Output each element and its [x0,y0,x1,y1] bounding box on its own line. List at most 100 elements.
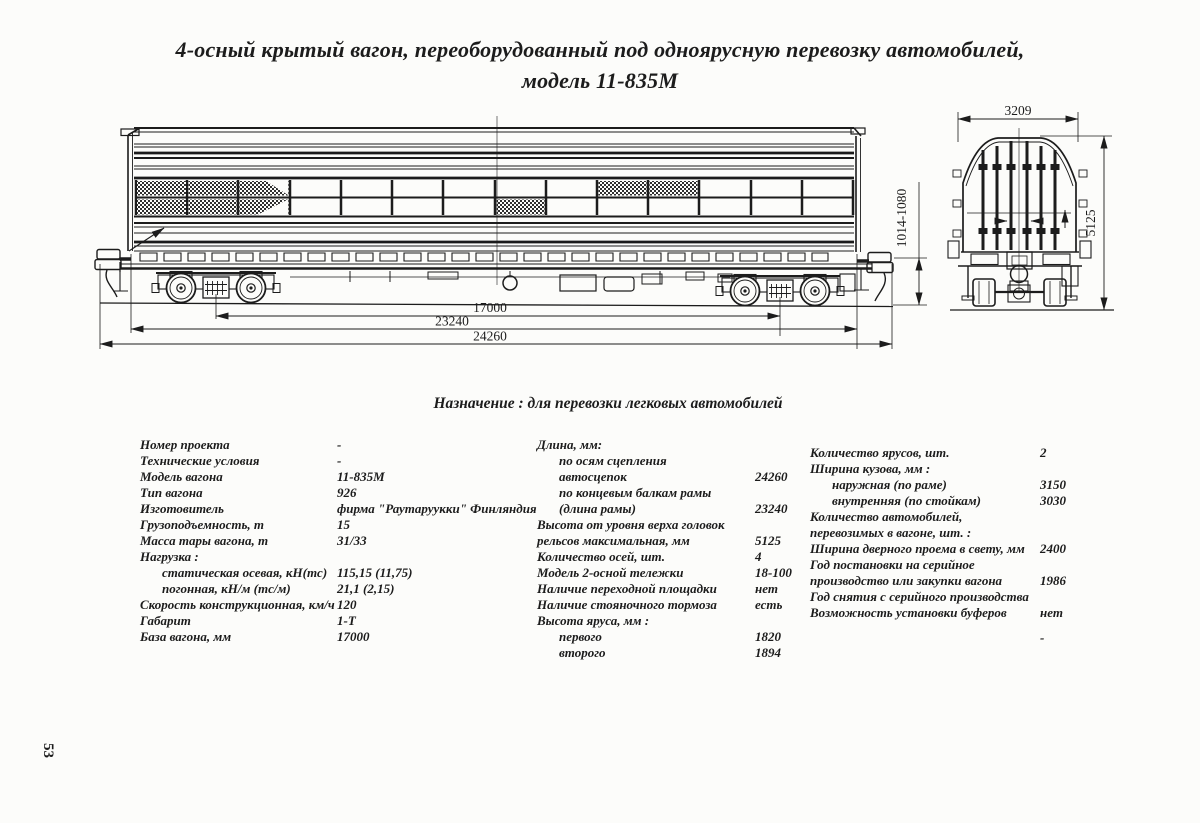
spec-row: Длина, мм: [537,437,802,453]
spec-row: Количество автомобилей, [810,509,1100,525]
spec-label: Модель 2-осной тележки [537,565,684,580]
spec-label: Модель вагона [140,469,223,484]
body-stripes-thin [134,131,854,252]
underframe-equipment [290,271,856,292]
spec-row: - [810,630,1100,646]
spec-label: Грузоподъемность, т [140,517,265,532]
spec-row: перевозимых в вагоне, шт. : [810,525,1100,541]
spec-value: 1986 [1040,573,1066,588]
spec-label: по концевым балкам рамы [559,485,712,500]
end-view [947,128,1114,311]
end-body-outline [962,137,1077,252]
spec-value: 23240 [755,501,788,516]
spec-row: статическая осевая, кН(тс) 115,15 (11,75… [140,565,530,581]
spec-value: 15 [337,517,350,532]
title-line2: модель 11-835М [521,68,679,93]
left-coupler [94,227,165,298]
spec-row: производство или закупки вагона 1986 [810,573,1100,589]
spec-row: Высота яруса, мм : [537,613,802,629]
spec-label: Длина, мм: [537,437,603,452]
spec-column-3: Количество ярусов, шт. 2 Ширина кузова, … [810,445,1100,646]
spec-value: 17000 [337,629,370,644]
spec-row: Модель 2-осной тележки 18-100 [537,565,802,581]
spec-label: погонная, кН/м (тс/м) [162,581,291,596]
spec-row: Изготовитель фирма "Раутаруукки" Финлянд… [140,501,537,517]
title-line1: 4-осный крытый вагон, переоборудованный … [175,37,1025,62]
spec-label: Наличие стояночного тормоза [537,597,717,612]
spec-row: Ширина кузова, мм : [810,461,1100,477]
spec-value: фирма "Раутаруукки" Финляндия [337,501,537,516]
page-number: 53 [40,743,56,758]
spec-value: - [337,437,342,452]
spec-label: первого [559,629,602,644]
spec-row: Тип вагона 926 [140,485,530,501]
spec-row: погонная, кН/м (тс/м) 21,1 (2,15) [140,581,530,597]
spec-label: Номер проекта [140,437,230,452]
spec-row: Количество ярусов, шт. 2 [810,445,1100,461]
spec-label: статическая осевая, кН(тс) [162,565,328,580]
spec-label: внутренняя (по стойкам) [832,493,982,508]
spec-label: Ширина дверного проема в свету, мм [810,541,1025,556]
spec-label: перевозимых в вагоне, шт. : [810,525,972,540]
spec-label: автосцепок [559,469,627,484]
spec-label: Количество осей, шт. [537,549,666,564]
spec-row: Масса тары вагона, т 31/33 [140,533,530,549]
spec-value: 115,15 (11,75) [337,565,413,580]
right-coupler [854,251,894,302]
end-wheel [1043,278,1067,307]
spec-row: по осям сцепления [537,453,802,469]
hatched-panels [137,181,698,215]
spec-row: по концевым балкам рамы [537,485,802,501]
spec-row: внутренняя (по стойкам) 3030 [810,493,1100,509]
end-view-dimensions: 3209 5125 [957,103,1112,311]
dim-wheelbase: 17000 [473,300,507,315]
spec-label: производство или закупки вагона [810,573,1003,588]
spec-label: Габарит [140,613,191,628]
spec-value: 31/33 [337,533,367,548]
spec-column-1: Номер проекта - Технические условия - Мо… [140,437,537,645]
spec-value: 24260 [755,469,788,484]
spec-value: 5125 [755,533,781,548]
dim-end-width: 3209 [1005,103,1032,118]
spec-label: Ширина кузова, мм : [810,461,931,476]
spec-row: Наличие переходной площадки нет [537,581,802,597]
spec-value: 1820 [755,629,781,644]
rail-line [99,302,894,308]
spec-row: первого 1820 [537,629,802,645]
spec-label: Изготовитель [140,501,224,516]
spec-label: наружная (по раме) [832,477,947,492]
spec-row: второго 1894 [537,645,802,661]
spec-label: рельсов максимальная, мм [537,533,690,548]
spec-value: 21,1 (2,15) [337,581,395,596]
spec-value: 3150 [1040,477,1066,492]
spec-value: 11-835М [337,469,385,484]
spec-row: (длина рамы) 23240 [537,501,802,517]
panel-mullions [134,180,855,215]
side-view-dimensions: 17000 23240 24260 1014-1080 [99,182,927,349]
end-side-clips [952,169,1088,238]
spec-row: рельсов максимальная, мм 5125 [537,533,802,549]
spec-value: 120 [337,597,357,612]
spec-row: Габарит 1-Т [140,613,530,629]
spec-row: Нагрузка : [140,549,530,565]
spec-label: второго [559,645,606,660]
spec-value: 2 [1040,445,1047,460]
page-title: 4-осный крытый вагон, переоборудованный … [0,34,1200,96]
end-wheel [972,278,996,307]
spec-label: Количество ярусов, шт. [810,445,950,460]
spec-value: 1-Т [337,613,356,628]
spec-row: Грузоподъемность, т 15 [140,517,530,533]
spec-value: 3030 [1040,493,1066,508]
dim-frame-length: 23240 [435,314,469,329]
spec-label: Тип вагона [140,485,203,500]
spec-label: Наличие переходной площадки [537,581,717,596]
spec-label: Возможность установки буферов [810,605,1007,620]
spec-value: 4 [755,549,762,564]
spec-row: автосцепок 24260 [537,469,802,485]
spec-row: Скорость конструкционная, км/ч 120 [140,597,530,613]
spec-row: Ширина дверного проема в свету, мм 2400 [810,541,1100,557]
spec-label: Высота яруса, мм : [537,613,650,628]
spec-value: - [1040,630,1045,645]
spec-label: Нагрузка : [140,549,199,564]
